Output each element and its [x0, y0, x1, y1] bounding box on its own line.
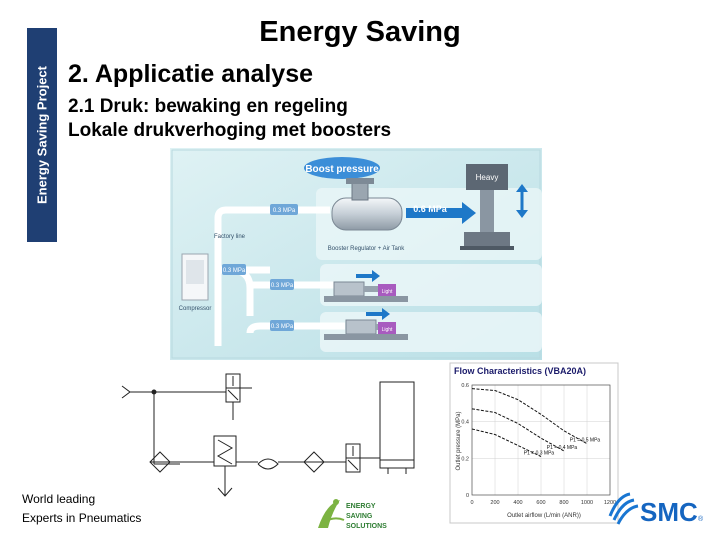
sidebar-label: Energy Saving Project: [34, 66, 50, 204]
svg-text:ENERGY: ENERGY: [346, 503, 376, 510]
footer-tagline-line2: Experts in Pneumatics: [22, 511, 142, 525]
svg-text:Light: Light: [382, 289, 393, 295]
air-tank: [331, 197, 403, 231]
footer-tagline-line1: World leading: [22, 492, 96, 506]
svg-text:Factory line: Factory line: [214, 234, 246, 240]
chart-title: Flow Characteristics (VBA20A): [454, 366, 586, 376]
chart-x-tick-label: 600: [536, 500, 545, 506]
chart-series-label: P1 = 0.3 MPa: [524, 451, 555, 457]
svg-text:SAVING: SAVING: [346, 513, 373, 520]
section-description: Lokale drukverhoging met boosters: [68, 120, 392, 141]
light-cylinder-2: [345, 319, 377, 335]
flow-characteristics-chart: Flow Characteristics (VBA20A) Outlet air…: [449, 362, 619, 524]
chart-y-tick-label: 0.2: [461, 456, 469, 462]
chart-series-line: [471, 408, 565, 452]
chart-x-tick-label: 1000: [581, 500, 593, 506]
section-heading: 2. Applicatie analyse: [68, 60, 314, 88]
svg-text:0.3 MPa: 0.3 MPa: [271, 324, 294, 330]
pneumatic-schematic: [121, 373, 415, 497]
chart-series-label: P1 = 0.4 MPa: [547, 445, 578, 451]
boost-bubble: [304, 157, 380, 179]
pressure-arrow-high: [406, 202, 476, 224]
sidebar-band: [27, 28, 57, 242]
page-title: Energy Saving: [259, 16, 461, 48]
energy-saving-logo: ENERGY SAVING SOLUTIONS: [318, 499, 387, 530]
booster-illustration: Boost pressure Booster Regulator + Air T…: [170, 148, 542, 360]
chart-series-label: P1 = 0.5 MPa: [570, 438, 601, 444]
chart-x-tick-label: 200: [490, 500, 499, 506]
svg-text:0.3 MPa: 0.3 MPa: [223, 268, 246, 274]
chart-x-label: Outlet airflow (L/min (ANR)): [507, 513, 581, 519]
chart-y-tick-label: 0: [466, 493, 469, 499]
chart-y-tick-label: 0.6: [461, 383, 469, 389]
section-subheading: 2.1 Druk: bewaking en regeling: [68, 96, 348, 117]
svg-text:0.6 MPa: 0.6 MPa: [413, 204, 448, 214]
chart-y-label: Outlet pressure (MPa): [456, 411, 462, 470]
chart-series-line: [471, 428, 542, 457]
chart-x-tick-label: 800: [559, 500, 568, 506]
chart-y-tick-label: 0.4: [461, 420, 469, 426]
svg-text:Booster Regulator + Air Tank: Booster Regulator + Air Tank: [328, 246, 405, 252]
smc-logo: SMC ®: [608, 492, 704, 527]
footer-tagline: World leading Experts in Pneumatics: [22, 490, 141, 528]
svg-text:0.3 MPa: 0.3 MPa: [271, 283, 294, 289]
chart-x-tick-label: 1200: [604, 500, 616, 506]
svg-text:SMC: SMC: [640, 497, 698, 527]
heavy-load: [466, 164, 508, 190]
light-cylinder-1: [333, 281, 365, 297]
svg-text:Heavy: Heavy: [476, 173, 499, 182]
chart-series-line: [471, 388, 588, 445]
chart-plot-area: [471, 384, 611, 496]
svg-text:Compressor: Compressor: [179, 306, 212, 312]
svg-text:SOLUTIONS: SOLUTIONS: [346, 523, 387, 530]
svg-text:®: ®: [698, 515, 704, 523]
chart-x-tick-label: 0: [470, 500, 473, 506]
svg-text:0.3 MPa: 0.3 MPa: [273, 208, 296, 214]
svg-text:Boost pressure: Boost pressure: [305, 164, 379, 175]
chart-x-tick-label: 400: [513, 500, 522, 506]
svg-text:Light: Light: [382, 327, 393, 333]
